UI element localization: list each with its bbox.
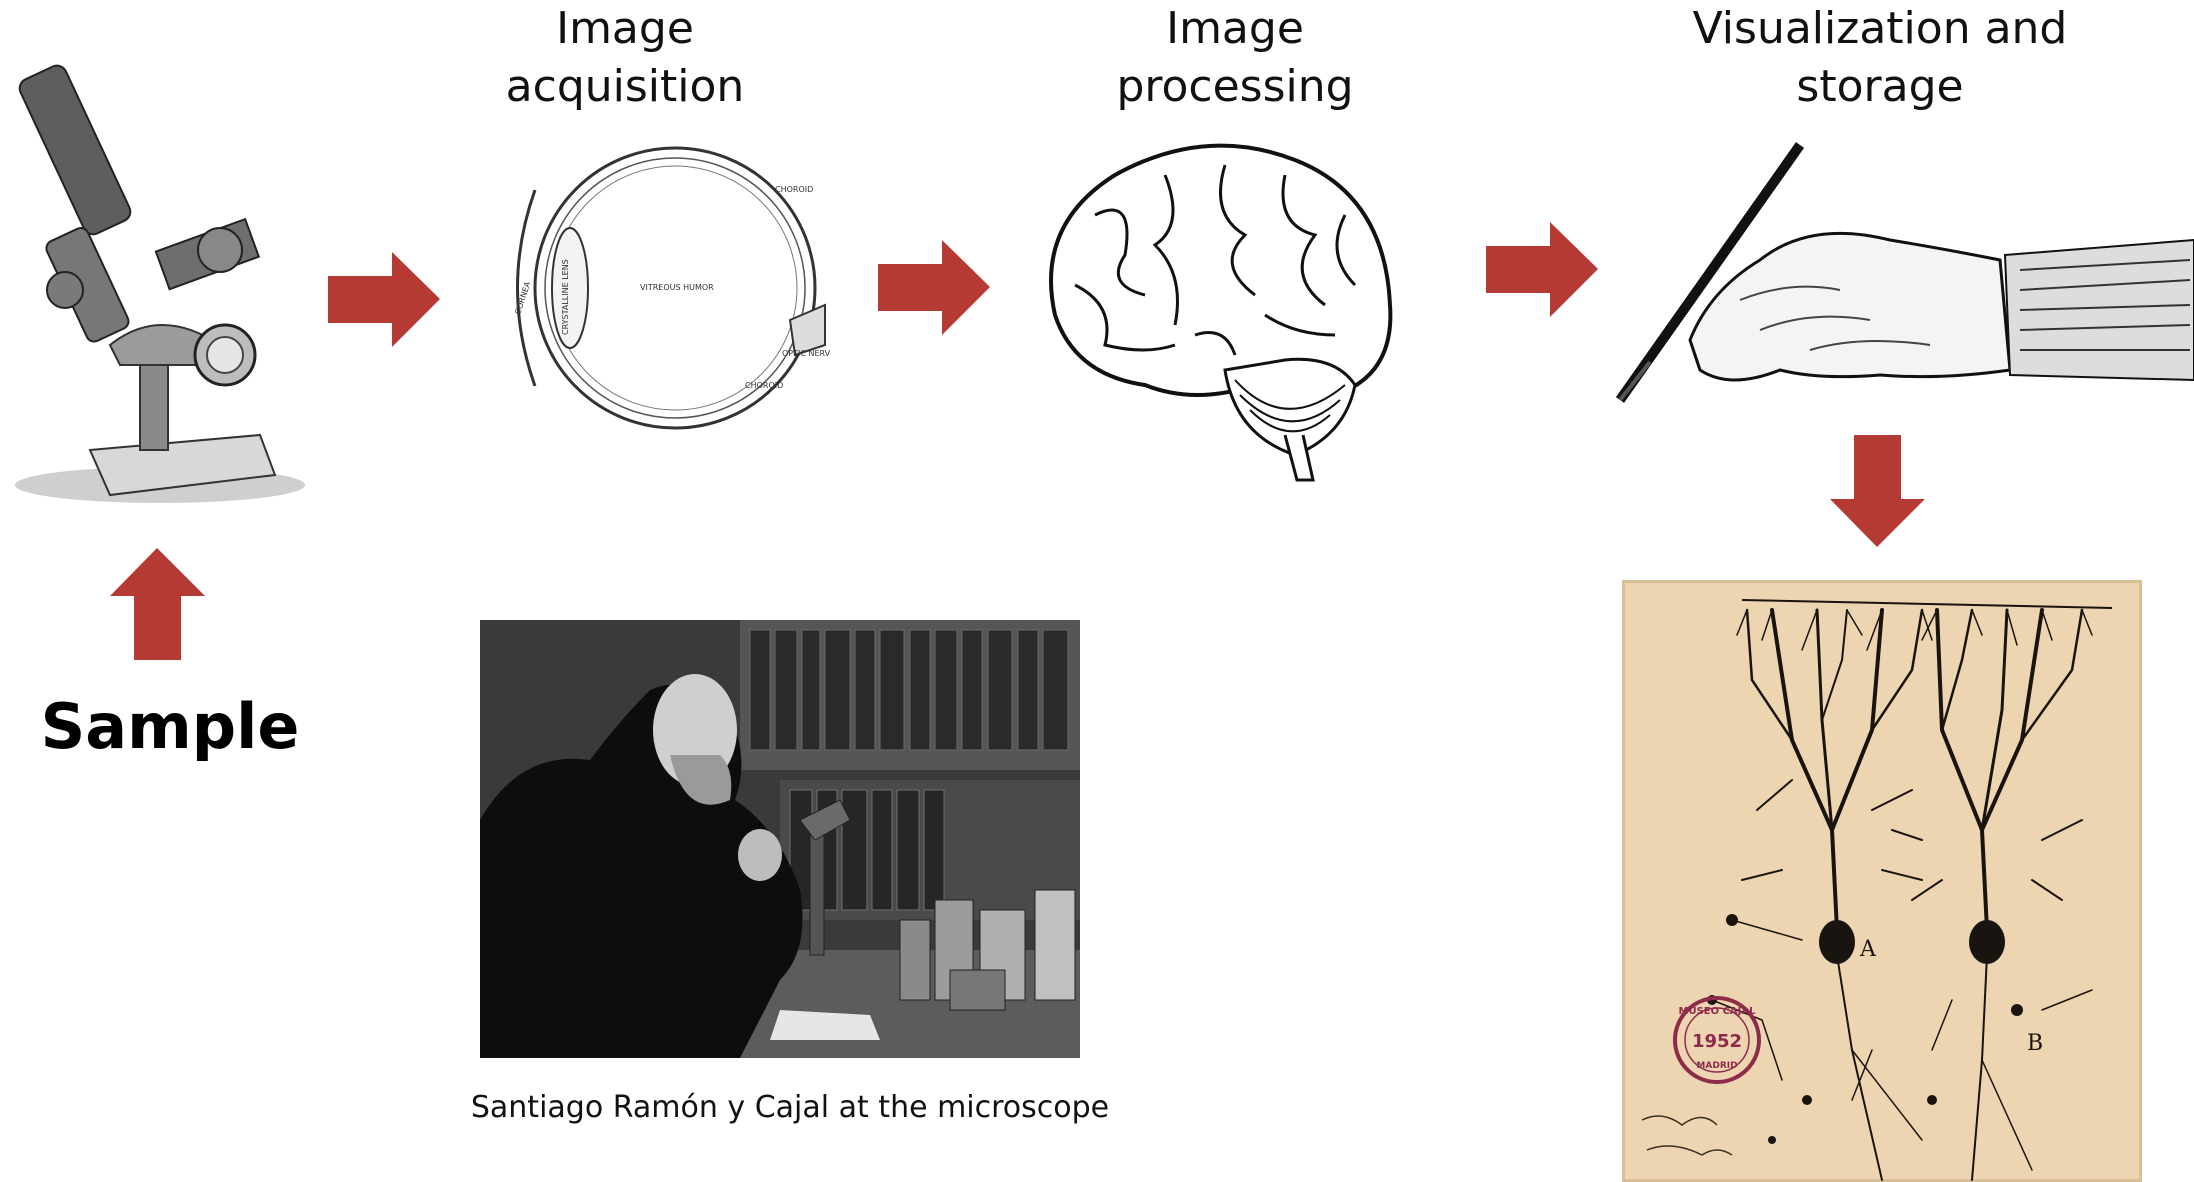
eye-label-choroid-bottom: CHOROID [745,381,783,390]
step-title-acquisition: Image acquisition [455,0,795,116]
step-title-sample: Sample [20,690,320,763]
neuron-label-b: B [2027,1031,2043,1056]
step-title-processing: Image processing [1065,0,1405,116]
arrow-up-icon [110,548,205,660]
arrow-down-icon [1830,435,1925,547]
eye-diagram: VITREOUS HUMOR CHOROID OPTIC NERVE CHORO… [490,130,830,440]
microscope-illustration [10,55,310,505]
eye-label-lens: CRYSTALLINE LENS [561,259,570,335]
stamp-city: MADRID [1696,1061,1737,1071]
cajal-photo [480,620,1080,1058]
writing-hand-illustration [1610,140,2194,410]
arrow-right-icon [878,240,990,335]
neuron-label-a: A [1859,937,1877,962]
photo-caption: Santiago Ramón y Cajal at the microscope [420,1090,1160,1125]
brain-illustration [1035,135,1405,485]
step-title-visualization: Visualization and storage [1640,0,2120,116]
stamp-text: MUSEO CAJAL [1679,1006,1757,1017]
stamp-number: 1952 [1692,1031,1742,1052]
eye-label-vitreous: VITREOUS HUMOR [640,283,714,292]
arrow-right-icon [328,252,440,347]
arrow-right-icon [1486,222,1598,317]
purkinje-drawing: A B MUSEO CAJAL 1952 MADRID [1622,580,2142,1182]
eye-label-choroid-top: CHOROID [775,185,813,194]
eye-label-optic-nerve: OPTIC NERVE [782,349,830,358]
